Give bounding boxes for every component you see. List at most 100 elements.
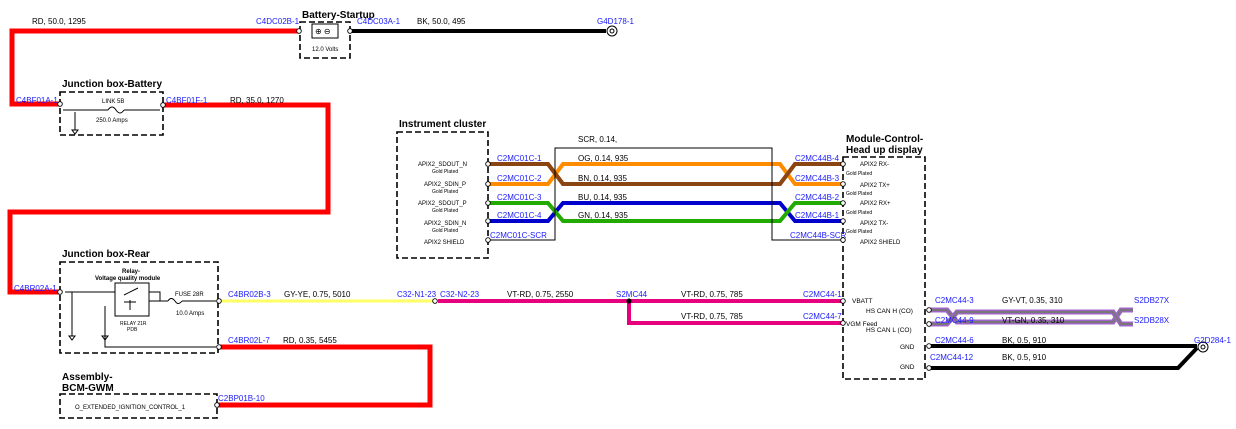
pin-dot	[840, 161, 846, 167]
conn-c4dc03a[interactable]: C4DC03A-1	[357, 17, 401, 26]
wire-label-batt-neg: BK, 50.0, 495	[417, 17, 466, 26]
conn-c2mc44-1[interactable]: C2MC44-1	[803, 290, 842, 299]
battery-startup: Battery-Startup ⊕ ⊖ 12.0 Volts	[299, 10, 375, 59]
conn-c2mc44b-2[interactable]: C2MC44B-2	[795, 193, 840, 202]
pin-dot	[160, 102, 166, 108]
pin-dot	[296, 28, 302, 34]
relay-label-2: PDB	[127, 327, 138, 333]
wire-label-gn: GN, 0.14, 935	[578, 211, 628, 220]
cluster-pin-labels: APIX2_SDOUT_N Gold Plated APIX2_SDIN_P G…	[418, 162, 467, 246]
bcm-title-1: Assembly-	[62, 372, 113, 383]
wire-label-canl: VT-GN, 0.35, 310	[1002, 316, 1065, 325]
conn-c32n2[interactable]: C32-N2-23	[440, 290, 480, 299]
conn-c4br02l[interactable]: C4BR02L-7	[228, 336, 270, 345]
fuse-amps: 10.0 Amps	[176, 311, 204, 317]
conn-c4bf01a[interactable]: C4BF01A-1	[16, 96, 58, 105]
conn-c2mc44-7[interactable]: C2MC44-7	[803, 312, 842, 321]
pin-dot	[216, 344, 222, 350]
pin-dot	[57, 101, 63, 107]
gold-plated: Gold Plated	[846, 191, 872, 197]
conn-s2mc44[interactable]: S2MC44	[616, 290, 648, 299]
connector-labels: C4DC02B-1 C4DC03A-1 G4D178-1 C4BF01A-1 C…	[14, 17, 1231, 403]
conn-c2bp01b[interactable]: C2BP01B-10	[218, 394, 265, 403]
cluster-pin-3: APIX2_SDIN_N	[424, 221, 466, 227]
wire-label-batt-pos: RD, 50.0, 1295	[32, 17, 86, 26]
wire-label-scr: SCR, 0.14,	[578, 135, 617, 144]
bcm-title-2: BCM-GWM	[62, 383, 114, 394]
jb-rear-title: Junction box-Rear	[62, 249, 150, 260]
jb-battery-link: LINK 5B	[102, 99, 124, 105]
ground-inner-icon	[1200, 344, 1206, 350]
conn-s2db27x[interactable]: S2DB27X	[1134, 296, 1170, 305]
wire-gnd-2	[929, 346, 1199, 370]
conn-c2mc44-12[interactable]: C2MC44-12	[930, 353, 974, 362]
ground-inner-icon	[609, 28, 615, 34]
hud-title-1: Module-Control-	[846, 134, 923, 145]
conn-c2mc44-9[interactable]: C2MC44-9	[935, 316, 974, 325]
hud-pin-4: APIX2 SHIELD	[860, 240, 901, 246]
wire-label-canh: GY-VT, 0.35, 310	[1002, 296, 1063, 305]
pin-dot	[840, 200, 846, 206]
hud-pin-canl: HS CAN L (CO)	[866, 327, 912, 334]
pin-dots	[57, 28, 932, 408]
conn-g4d178[interactable]: G4D178-1	[597, 17, 634, 26]
conn-c2mc01c-scr[interactable]: C2MC01C-SCR	[490, 231, 547, 240]
wire-label-gnd-2: BK, 0.5, 910	[1002, 353, 1047, 362]
module-hud: Module-Control- Head up display APIX2 RX…	[842, 134, 926, 380]
cluster-pin-1: APIX2_SDIN_P	[424, 182, 466, 188]
conn-c4bf01f[interactable]: C4BF01F-1	[166, 96, 208, 105]
gold-plated: Gold Plated	[846, 210, 872, 216]
conn-c2mc01c-1[interactable]: C2MC01C-1	[497, 154, 542, 163]
gold-plated: Gold Plated	[846, 171, 872, 177]
conn-c32n1[interactable]: C32-N1-23	[397, 290, 437, 299]
pin-dot	[840, 237, 846, 243]
hud-pin-3: APIX2 TX-	[860, 221, 888, 227]
pin-dot	[926, 307, 932, 313]
pin-dot	[214, 402, 220, 408]
pin-dot	[485, 200, 491, 206]
relay-title-1: Relay-	[122, 269, 140, 275]
conn-g2d284[interactable]: G2D284-1	[1194, 336, 1231, 345]
conn-c2mc44b-scr[interactable]: C2MC44B-SCR	[790, 231, 847, 240]
battery-box	[299, 21, 351, 59]
battery-symbol-box	[311, 23, 339, 39]
pin-dot	[57, 289, 63, 295]
conn-c2mc44-3[interactable]: C2MC44-3	[935, 296, 974, 305]
wire-label-og: OG, 0.14, 935	[578, 154, 629, 163]
assembly-bcm-gwm: Assembly- BCM-GWM O_EXTENDED_IGNITION_CO…	[59, 372, 218, 419]
splice-dot	[626, 298, 632, 304]
wires-layer	[7, 28, 1199, 408]
conn-c4dc02b[interactable]: C4DC02B-1	[256, 17, 300, 26]
conn-s2db28x[interactable]: S2DB28X	[1134, 316, 1170, 325]
battery-plus-minus-icon: ⊕ ⊖	[315, 27, 331, 36]
cluster-box	[396, 131, 489, 259]
wire-bu	[488, 201, 842, 223]
wire-can-h-core	[929, 309, 1133, 323]
conn-c2mc44-6[interactable]: C2MC44-6	[935, 336, 974, 345]
hud-pin-gnd-1: GND	[900, 344, 915, 351]
conn-c2mc44b-1[interactable]: C2MC44B-1	[795, 211, 840, 220]
ground-arrow-icon	[68, 292, 76, 341]
conn-c2mc44b-3[interactable]: C2MC44B-3	[795, 174, 840, 183]
wire-label-bu: BU, 0.14, 935	[578, 193, 627, 202]
conn-c2mc01c-3[interactable]: C2MC01C-3	[497, 193, 542, 202]
battery-voltage: 12.0 Volts	[312, 47, 338, 53]
pin-dot	[926, 321, 932, 327]
wire-label-jb-bat-out: RD, 35.0, 1270	[230, 96, 284, 105]
hud-pin-vgm: VGM Feed	[846, 321, 878, 328]
wire-bcm-red	[217, 344, 433, 408]
conn-c2mc44b-4[interactable]: C2MC44B-4	[795, 154, 840, 163]
pin-dot	[485, 181, 491, 187]
conn-c2mc01c-2[interactable]: C2MC01C-2	[497, 174, 542, 183]
wire-gn	[488, 201, 842, 223]
conn-c2mc01c-4[interactable]: C2MC01C-4	[497, 211, 542, 220]
pin-dot	[840, 320, 846, 326]
cluster-pin-4: APIX2 SHIELD	[424, 240, 465, 246]
ground-g4d178	[606, 25, 618, 37]
conn-c4br02a[interactable]: C4BR02A-1	[14, 284, 57, 293]
wire-label-vgm: VT-RD, 0.75, 785	[681, 312, 743, 321]
wire-label-bn: BN, 0.14, 935	[578, 174, 627, 183]
wire-vt-rd-vgm	[627, 301, 843, 325]
conn-c4br02b[interactable]: C4BR02B-3	[228, 290, 271, 299]
